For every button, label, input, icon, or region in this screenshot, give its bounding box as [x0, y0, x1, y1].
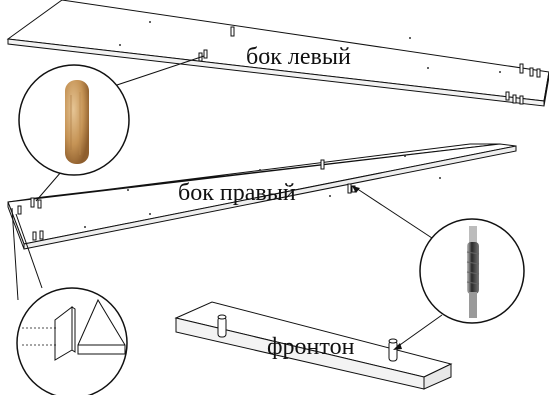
edge-joint-callout	[11, 207, 128, 399]
front-panel	[174, 301, 453, 390]
left-side-panel	[6, 0, 549, 107]
right-side-label: бок правый	[178, 180, 296, 206]
bolt-icon	[466, 226, 480, 318]
cam-bolt-callout	[352, 186, 525, 350]
left-side-label: бок левый	[246, 44, 351, 70]
panel-edge-icon	[54, 298, 126, 361]
right-side-panel	[7, 143, 517, 250]
wooden-dowel-callout	[18, 55, 205, 202]
dowel-icon	[65, 80, 89, 164]
front-label: фронтон	[267, 334, 355, 360]
